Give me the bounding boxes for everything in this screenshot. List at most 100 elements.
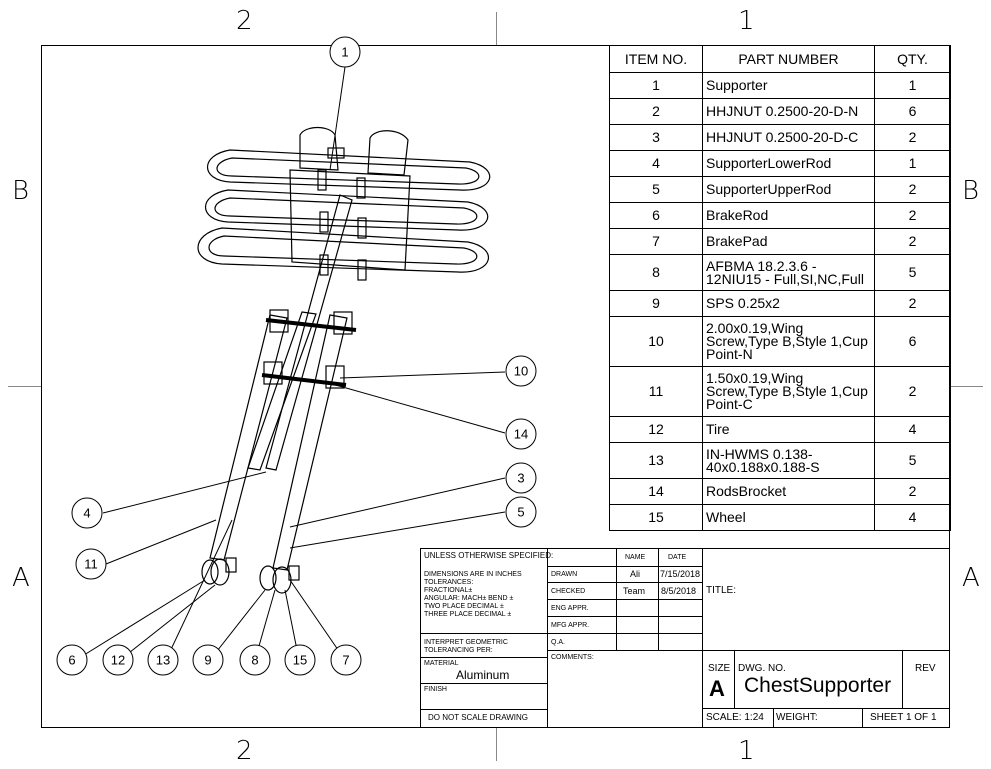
- tb-line: [420, 683, 547, 684]
- dimensions-label: DIMENSIONS ARE IN INCHES: [424, 571, 522, 578]
- balloon-label-14: 14: [514, 427, 528, 442]
- bom-qty: 2: [874, 176, 951, 203]
- bom-qty: 2: [874, 202, 951, 229]
- bom-part: AFBMA 18.2.3.6 - 12NIU15 - Full,SI,NC,Fu…: [702, 254, 875, 291]
- fractional-label: FRACTIONAL±: [424, 587, 473, 594]
- three-place-label: THREE PLACE DECIMAL ±: [424, 611, 512, 618]
- item-balloon-7: 7: [330, 644, 362, 676]
- item-balloon-4: 4: [71, 497, 103, 529]
- qa-label: Q.A.: [551, 639, 566, 646]
- dwg-no-value: ChestSupporter: [744, 674, 892, 697]
- name-header: NAME: [625, 554, 646, 561]
- tb-line: [420, 548, 421, 728]
- rev-label: REV: [915, 663, 936, 674]
- bom-qty: 2: [874, 124, 951, 151]
- bom-qty: 1: [874, 150, 951, 177]
- zone-divider-bottom: [496, 728, 497, 761]
- bom-part: 2.00x0.19,Wing Screw,Type B,Style 1,Cup …: [702, 316, 875, 367]
- mfg-appr-label: MFG APPR.: [551, 622, 590, 629]
- tb-line: [702, 708, 950, 709]
- tb-line: [420, 548, 950, 549]
- balloon-label-13: 13: [156, 653, 170, 668]
- item-balloon-9: 9: [192, 644, 224, 676]
- item-balloon-10: 10: [505, 355, 537, 387]
- chest-supporter-frames: [197, 126, 491, 281]
- bom-item: 2: [609, 98, 703, 125]
- bom-qty: 2: [874, 366, 951, 417]
- bom-item: 9: [609, 290, 703, 317]
- bom-part: SPS 0.25x2: [702, 290, 875, 317]
- tb-line: [902, 650, 903, 708]
- bom-qty: 5: [874, 442, 951, 479]
- balloon-label-9: 9: [204, 653, 211, 668]
- tb-line: [420, 657, 547, 658]
- balloon-label-1: 1: [341, 45, 348, 60]
- size-value: A: [709, 676, 725, 701]
- balloon-label-11: 11: [84, 557, 98, 572]
- bom-item: 15: [609, 504, 703, 531]
- bom-item: 6: [609, 202, 703, 229]
- item-balloon-5: 5: [505, 496, 537, 528]
- tb-line: [547, 582, 702, 583]
- item-balloon-8: 8: [239, 644, 271, 676]
- drawn-name: Ali: [630, 569, 641, 579]
- tb-line: [773, 708, 774, 728]
- balloon-label-8: 8: [251, 653, 258, 668]
- item-balloons: 1 10 14 4 3 5 11 6 12 13 9 8 15 7: [56, 36, 537, 676]
- item-balloon-13: 13: [147, 644, 179, 676]
- zone-label-bottom-right: 1: [738, 736, 755, 766]
- bom-qty: 4: [874, 416, 951, 443]
- zone-label-top-left: 2: [236, 6, 253, 36]
- item-balloon-1: 1: [329, 36, 361, 68]
- tb-line: [547, 650, 702, 651]
- tb-line: [702, 650, 950, 651]
- bom-item: 4: [609, 150, 703, 177]
- bom-qty: 2: [874, 478, 951, 505]
- item-balloon-14: 14: [505, 418, 537, 450]
- zone-label-left-upper: B: [12, 176, 30, 206]
- bom-qty: 1: [874, 72, 951, 99]
- tb-line: [547, 566, 702, 567]
- balloon-label-4: 4: [83, 506, 90, 521]
- balloon-label-5: 5: [517, 505, 524, 520]
- material-value: Aluminum: [456, 668, 510, 682]
- item-balloon-3: 3: [505, 462, 537, 494]
- bom-item: 11: [609, 366, 703, 417]
- sheet-label: SHEET 1 OF 1: [870, 712, 937, 723]
- balloon-label-6: 6: [68, 653, 75, 668]
- do-not-scale-label: DO NOT SCALE DRAWING: [428, 713, 529, 722]
- tb-line: [734, 650, 735, 708]
- bom-item: 14: [609, 478, 703, 505]
- title-block: UNLESS OTHERWISE SPECIFIED: DIMENSIONS A…: [420, 548, 950, 728]
- zone-label-right-upper: B: [962, 176, 980, 206]
- bom-item: 13: [609, 442, 703, 479]
- finish-label: FINISH: [424, 686, 447, 693]
- balloon-label-10: 10: [514, 364, 528, 379]
- bom-qty: 4: [874, 504, 951, 531]
- item-balloon-6: 6: [56, 644, 88, 676]
- scale-label: SCALE: 1:24: [706, 712, 764, 723]
- tb-line: [862, 708, 863, 728]
- zone-divider-right: [950, 386, 983, 387]
- tb-line: [547, 633, 702, 634]
- bom-header-item: ITEM NO.: [609, 45, 703, 73]
- tb-line: [702, 548, 703, 728]
- title-label: TITLE:: [706, 585, 737, 596]
- zone-label-top-right: 1: [738, 6, 755, 36]
- size-label: SIZE: [708, 663, 731, 674]
- tolerances-label: TOLERANCES:: [424, 579, 474, 586]
- balloon-label-12: 12: [111, 653, 125, 668]
- tb-line: [547, 616, 702, 617]
- angular-label: ANGULAR: MACH± BEND ±: [424, 595, 514, 602]
- tolerancing-label: TOLERANCING PER:: [424, 647, 493, 654]
- bom-qty: 6: [874, 98, 951, 125]
